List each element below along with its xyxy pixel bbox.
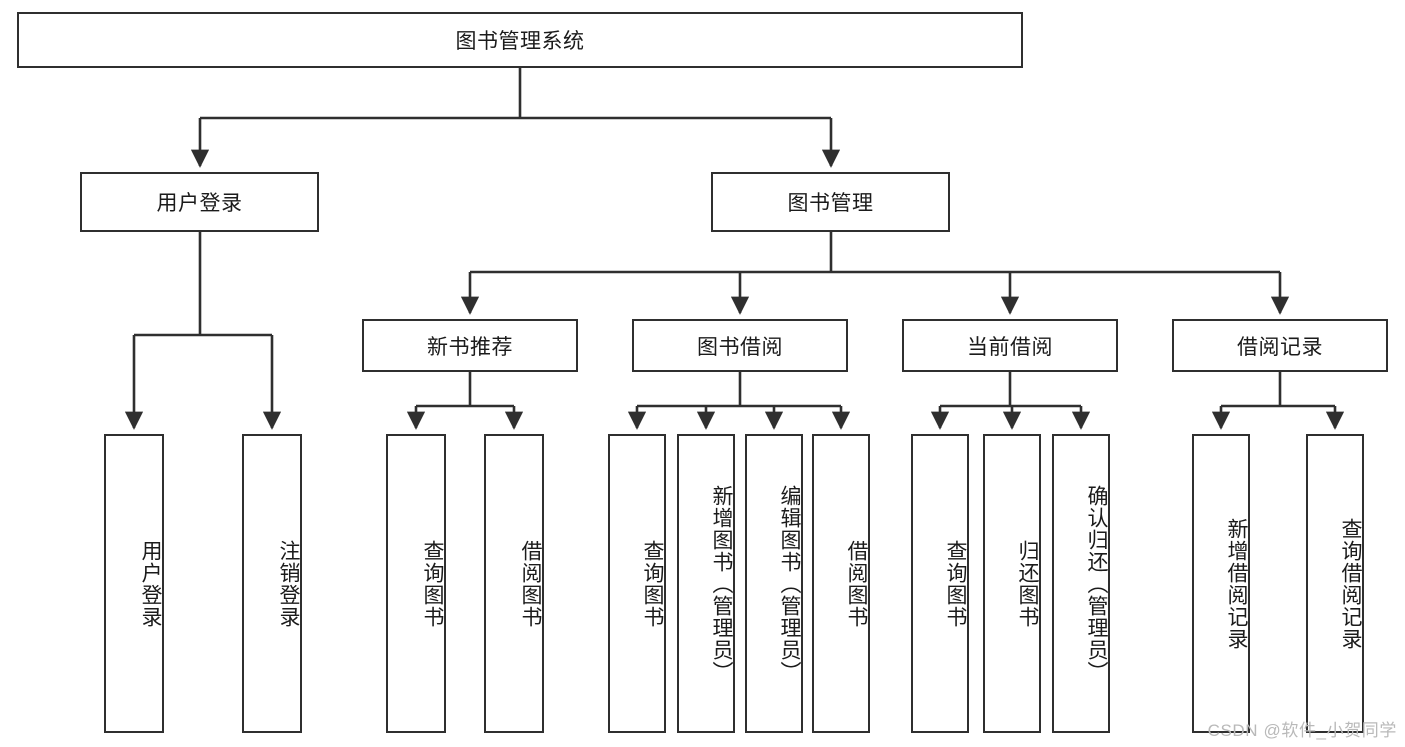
node-leaf-return-book[interactable]: 归还图书 <box>983 434 1041 733</box>
node-leaf-query-book-3[interactable]: 查询图书 <box>911 434 969 733</box>
node-user-login[interactable]: 用户登录 <box>80 172 319 232</box>
node-new-book-recommend[interactable]: 新书推荐 <box>362 319 578 372</box>
node-borrow-record[interactable]: 借阅记录 <box>1172 319 1388 372</box>
node-leaf-query-book-2[interactable]: 查询图书 <box>608 434 666 733</box>
node-leaf-query-record[interactable]: 查询借阅记录 <box>1306 434 1364 733</box>
node-current-borrow[interactable]: 当前借阅 <box>902 319 1118 372</box>
node-leaf-logout[interactable]: 注销登录 <box>242 434 302 733</box>
node-leaf-borrow-book-1[interactable]: 借阅图书 <box>484 434 544 733</box>
node-root[interactable]: 图书管理系统 <box>17 12 1023 68</box>
node-book-management[interactable]: 图书管理 <box>711 172 950 232</box>
node-leaf-add-book[interactable]: 新增图书（管理员） <box>677 434 735 733</box>
node-leaf-borrow-book-2[interactable]: 借阅图书 <box>812 434 870 733</box>
node-leaf-edit-book[interactable]: 编辑图书（管理员） <box>745 434 803 733</box>
node-leaf-confirm-return[interactable]: 确认归还（管理员） <box>1052 434 1110 733</box>
node-leaf-query-book-1[interactable]: 查询图书 <box>386 434 446 733</box>
node-leaf-add-record[interactable]: 新增借阅记录 <box>1192 434 1250 733</box>
node-leaf-user-login[interactable]: 用户登录 <box>104 434 164 733</box>
node-book-borrow[interactable]: 图书借阅 <box>632 319 848 372</box>
